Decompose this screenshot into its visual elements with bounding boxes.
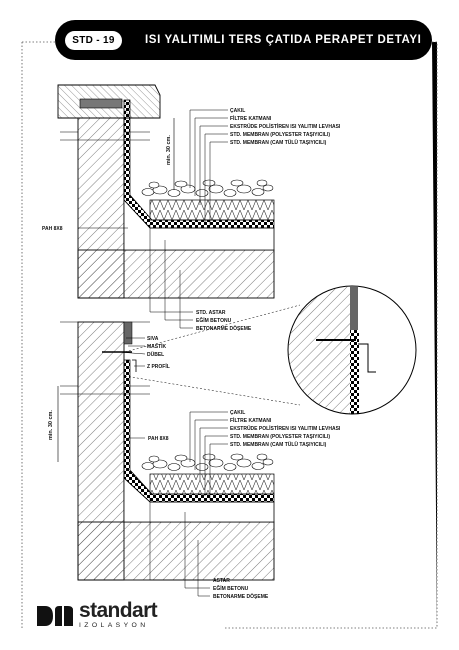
top-label-slab: BETONARME DÖŞEME	[196, 325, 252, 332]
dimension-label-top: min. 30 cm.	[166, 135, 172, 165]
detail-code-badge: STD - 19	[65, 31, 122, 50]
logo-wordmark: standart	[79, 599, 158, 622]
top-label-gravel: ÇAKIL	[230, 108, 245, 114]
bottom-label-chamfer: PAH 8X8	[148, 436, 169, 442]
title-bar: STD - 19 ISI YALITIMLI TERS ÇATIDA PERAP…	[55, 20, 432, 60]
logo-mark-icon	[37, 606, 73, 626]
bottom-label-slab: BETONARME DÖŞEME	[213, 593, 269, 600]
bottom-label-xps: EKSTRÜDE POLİSTİREN ISI YALITIM LEVHASI	[230, 425, 341, 432]
top-label-xps: EKSTRÜDE POLİSTİREN ISI YALITIM LEVHASI	[230, 123, 341, 130]
top-label-screed: EĞİM BETONU	[196, 316, 232, 324]
bottom-label-screed: EĞİM BETONU	[213, 584, 249, 592]
bottom-label-filter: FİLTRE KATMANI	[230, 417, 272, 424]
zoom-detail-circle	[124, 285, 417, 415]
bottom-label-membrane-glass: STD. MEMBRAN (CAM TÜLÜ TAŞIYICILI)	[230, 441, 327, 448]
top-label-filter: FİLTRE KATMANI	[230, 115, 272, 122]
bottom-label-plaster: SIVA	[147, 336, 159, 342]
bottom-label-mastic: MASTİK	[147, 343, 167, 350]
top-label-membrane-polyester: STD. MEMBRAN (POLYESTER TAŞIYICILI)	[230, 132, 330, 138]
page-title: ISI YALITIMLI TERS ÇATIDA PERAPET DETAYI	[145, 34, 422, 46]
bottom-label-membrane-polyester: STD. MEMBRAN (POLYESTER TAŞIYICILI)	[230, 434, 330, 440]
bottom-label-z-profile: Z PROFİL	[147, 363, 170, 370]
logo-subtitle: IZOLASYON	[79, 622, 149, 629]
brand-logo: standart IZOLASYON	[35, 600, 215, 632]
bottom-label-dowel: DÜBEL	[147, 351, 164, 358]
bottom-label-gravel: ÇAKIL	[230, 410, 245, 416]
top-label-membrane-glass: STD. MEMBRAN (CAM TÜLÜ TAŞIYICILI)	[230, 139, 327, 146]
top-label-chamfer: PAH 8X8	[42, 226, 63, 232]
bottom-label-primer: ASTAR	[213, 578, 230, 584]
dimension-label-bottom: min. 30 cm.	[48, 410, 54, 440]
top-parapet-detail: min. 30 cm. ÇAKIL FİLTRE KATMANI EKSTRÜD…	[42, 84, 341, 332]
top-label-primer: STD. ASTAR	[196, 310, 226, 316]
bottom-parapet-detail: min. 30 cm. SIVA MASTİK DÜBEL Z PROFİL Ç…	[48, 321, 341, 600]
